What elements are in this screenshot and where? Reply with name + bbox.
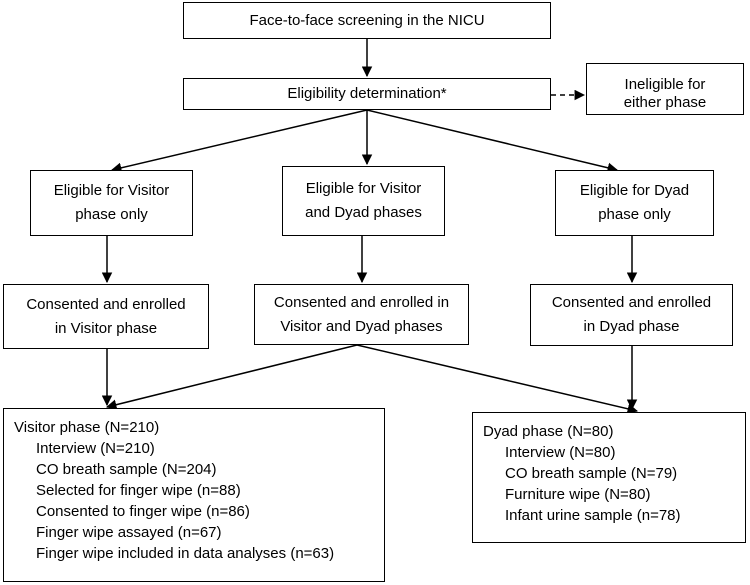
eligible-visitor-line-2: phase only [75, 206, 148, 223]
ineligible-line-1: Ineligible for [624, 76, 706, 93]
enrolled-visitor-line-1: Consented and enrolled [26, 295, 186, 313]
dyad-phase-box: Dyad phase (N=80) Interview (N=80) CO br… [472, 412, 746, 543]
eligible-both-line-2: and Dyad phases [305, 204, 422, 221]
visitor-phase-title: Visitor phase (N=210) [14, 419, 160, 436]
dyad-phase-item: CO breath sample (N=79) [505, 465, 678, 482]
eligible-both-box: Eligible for Visitor and Dyad phases [282, 166, 445, 236]
enrolled-visitor-box: Consented and enrolled in Visitor phase [3, 284, 209, 349]
visitor-phase-item: Selected for finger wipe (n=88) [36, 482, 241, 499]
enrolled-dyad-box: Consented and enrolled in Dyad phase [530, 284, 733, 346]
arrow-eligibility-to-visitor-only [110, 109, 368, 173]
arrow-enrolled-both-to-dyad-phase [356, 344, 639, 414]
visitor-phase-item: Finger wipe included in data analyses (n… [36, 545, 335, 562]
enrolled-both-box: Consented and enrolled in Visitor and Dy… [254, 284, 469, 345]
arrow-eligibility-to-dyad-only [366, 109, 619, 173]
enrolled-dyad-line-1: Consented and enrolled [551, 294, 712, 311]
visitor-phase-item: CO breath sample (N=204) [36, 461, 217, 478]
eligible-both-line-1: Eligible for Visitor [305, 180, 422, 197]
screening-line-1: Face-to-face screening in the NICU [249, 11, 485, 29]
enrolled-visitor-line-2: in Visitor phase [54, 319, 158, 337]
eligible-visitor-line-1: Eligible for Visitor [53, 182, 170, 199]
visitor-phase-box: Visitor phase (N=210) Interview (N=210) … [3, 408, 385, 582]
arrow-enrolled-both-to-visitor-phase [105, 344, 358, 410]
dyad-phase-title: Dyad phase (N=80) [483, 423, 614, 440]
visitor-phase-item: Consented to finger wipe (n=86) [36, 503, 250, 520]
dyad-phase-item: Interview (N=80) [505, 444, 616, 461]
eligible-visitor-box: Eligible for Visitor phase only [30, 170, 193, 236]
dyad-phase-item: Infant urine sample (n=78) [505, 507, 681, 524]
eligible-dyad-line-2: phase only [598, 206, 671, 223]
enrolled-both-line-2: Visitor and Dyad phases [280, 317, 443, 335]
enrolled-both-line-1: Consented and enrolled in [273, 293, 450, 311]
eligible-dyad-box: Eligible for Dyad phase only [555, 170, 714, 236]
dyad-phase-item: Furniture wipe (N=80) [505, 486, 651, 503]
eligibility-box: Eligibility determination* [183, 78, 551, 110]
eligible-dyad-line-1: Eligible for Dyad [579, 182, 690, 199]
ineligible-box: Ineligible for either phase [586, 63, 744, 115]
screening-box: Face-to-face screening in the NICU [183, 2, 551, 39]
visitor-phase-item: Interview (N=210) [36, 440, 155, 457]
enrolled-dyad-line-2: in Dyad phase [583, 318, 680, 335]
ineligible-line-2: either phase [623, 94, 707, 111]
eligibility-line-1: Eligibility determination* [287, 85, 447, 102]
visitor-phase-item: Finger wipe assayed (n=67) [36, 524, 222, 541]
